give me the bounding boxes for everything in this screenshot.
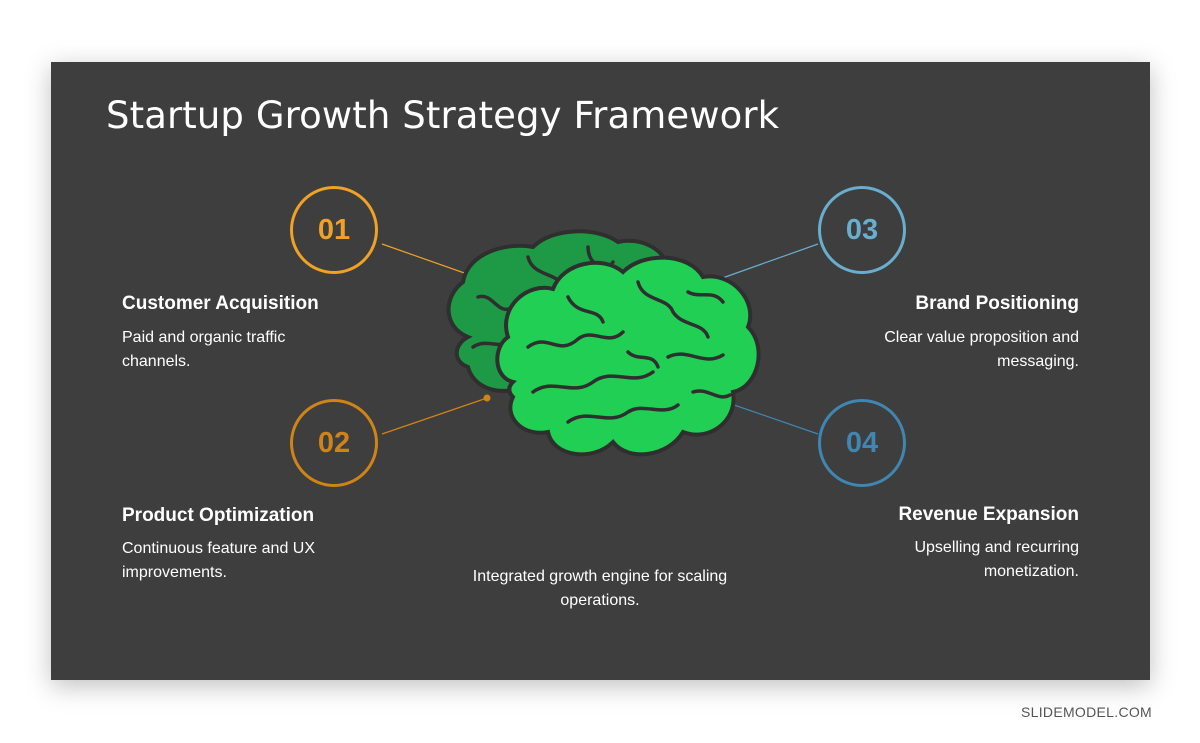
connector-line-03: [713, 243, 819, 282]
brain-icon: [446, 229, 761, 457]
connector-dot-02: [483, 394, 491, 402]
connector-line-02: [381, 397, 488, 435]
heading-brand-positioning: Brand Positioning: [915, 293, 1079, 314]
slide: Startup Growth Strategy Framework 01 Cus…: [51, 62, 1150, 680]
description-revenue-expansion: Upselling and recurring monetization.: [914, 539, 1079, 580]
description-product-optimization: Continuous feature and UX improvements.: [122, 540, 316, 581]
heading-revenue-expansion: Revenue Expansion: [898, 504, 1079, 525]
description-brand-positioning: Clear value proposition and messaging.: [884, 329, 1079, 370]
description-customer-acquisition: Paid and organic traffic channels.: [122, 329, 286, 370]
slide-title: Startup Growth Strategy Framework: [106, 94, 780, 137]
number-badge-01: 01: [290, 186, 378, 274]
center-caption: Integrated growth engine for scaling ope…: [472, 568, 728, 609]
number-badge-02: 02: [290, 399, 378, 487]
number-badge-04: 04: [818, 399, 906, 487]
heading-product-optimization: Product Optimization: [122, 505, 315, 526]
heading-customer-acquisition: Customer Acquisition: [122, 293, 319, 314]
footer-credit: SLIDEMODEL.COM: [1021, 704, 1152, 720]
number-badge-03: 03: [818, 186, 906, 274]
